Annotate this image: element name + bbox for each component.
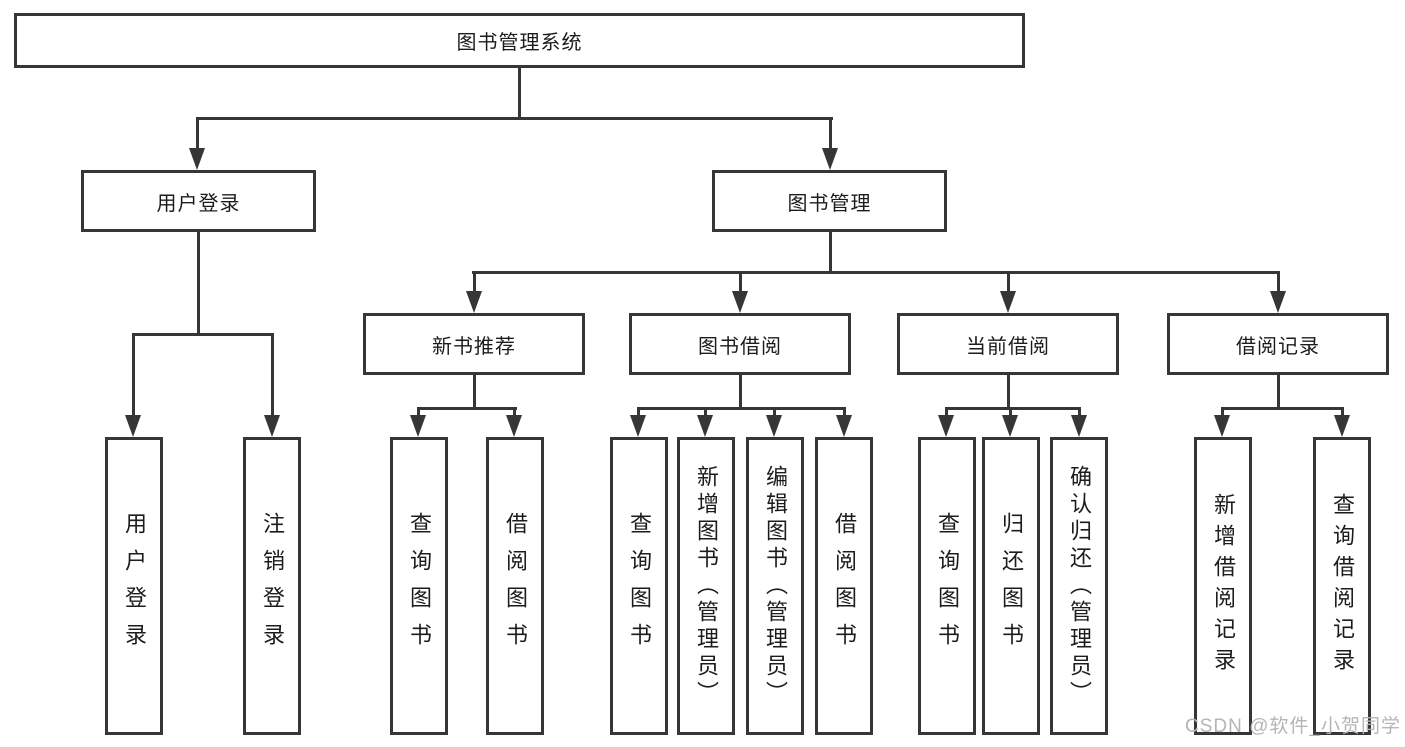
leaf-edit-books-admin: 编辑图书（管理员） [746, 437, 804, 735]
arrowhead [125, 415, 141, 437]
connector-stub [1007, 375, 1010, 410]
arrowhead [1071, 415, 1087, 437]
leaf-query-books: 查询图书 [610, 437, 668, 735]
connector-shaft [132, 333, 135, 415]
connector-shaft [829, 117, 832, 150]
connector-shaft [271, 333, 274, 415]
connector-rail [637, 407, 846, 410]
node-borrow-records: 借阅记录 [1167, 313, 1389, 375]
leaf-query-books: 查询图书 [918, 437, 976, 735]
arrowhead [1002, 415, 1018, 437]
connector-shaft [1277, 271, 1280, 291]
arrowhead [732, 291, 748, 313]
arrowhead [189, 148, 205, 170]
arrowhead [410, 415, 426, 437]
connector-user-login-rail [132, 333, 274, 336]
leaf-user-login: 用户登录 [105, 437, 163, 735]
node-new-book-recommend: 新书推荐 [363, 313, 585, 375]
leaf-borrow-books: 借阅图书 [486, 437, 544, 735]
connector-shaft [773, 407, 776, 415]
leaf-borrow-books: 借阅图书 [815, 437, 873, 735]
connector-book-mgmt-stub [829, 232, 832, 273]
arrowhead [1334, 415, 1350, 437]
arrowhead [1000, 291, 1016, 313]
leaf-logout: 注销登录 [243, 437, 301, 735]
arrowhead [506, 415, 522, 437]
arrowhead [822, 148, 838, 170]
connector-root-rail [196, 117, 833, 120]
leaf-return-books: 归还图书 [982, 437, 1040, 735]
connector-stub [1277, 375, 1280, 410]
connector-shaft [704, 407, 707, 415]
connector-user-login-stub [197, 232, 200, 336]
connector-shaft [843, 407, 846, 415]
connector-shaft [196, 117, 199, 150]
connector-shaft [637, 407, 640, 415]
arrowhead [697, 415, 713, 437]
node-book-borrow: 图书借阅 [629, 313, 851, 375]
node-root-library-system: 图书管理系统 [14, 13, 1025, 68]
leaf-query-books: 查询图书 [390, 437, 448, 735]
connector-shaft [513, 407, 516, 415]
connector-shaft [473, 271, 476, 291]
csdn-watermark: CSDN @软件_小贺同学 [1185, 716, 1401, 737]
connector-rail [417, 407, 517, 410]
node-user-login: 用户登录 [81, 170, 316, 232]
leaf-add-borrow-record: 新增借阅记录 [1194, 437, 1252, 735]
connector-root-stub [518, 68, 521, 117]
connector-shaft [739, 271, 742, 291]
connector-stub [473, 375, 476, 410]
connector-shaft [1078, 407, 1081, 415]
connector-shaft [417, 407, 420, 415]
connector-shaft [1007, 271, 1010, 291]
connector-shaft [1221, 407, 1224, 415]
arrowhead [1270, 291, 1286, 313]
connector-book-mgmt-rail [472, 271, 1280, 274]
arrowhead [466, 291, 482, 313]
leaf-confirm-return-admin: 确认归还（管理员） [1050, 437, 1108, 735]
arrowhead [264, 415, 280, 437]
connector-shaft [1009, 407, 1012, 415]
connector-shaft [1341, 407, 1344, 415]
connector-rail [945, 407, 1081, 410]
arrowhead [938, 415, 954, 437]
connector-rail [1221, 407, 1344, 410]
connector-shaft [945, 407, 948, 415]
arrowhead [630, 415, 646, 437]
node-current-borrow: 当前借阅 [897, 313, 1119, 375]
leaf-query-borrow-record: 查询借阅记录 [1313, 437, 1371, 735]
arrowhead [766, 415, 782, 437]
arrowhead [1214, 415, 1230, 437]
connector-stub [739, 375, 742, 410]
arrowhead [836, 415, 852, 437]
leaf-add-books-admin: 新增图书（管理员） [677, 437, 735, 735]
node-book-management: 图书管理 [712, 170, 947, 232]
